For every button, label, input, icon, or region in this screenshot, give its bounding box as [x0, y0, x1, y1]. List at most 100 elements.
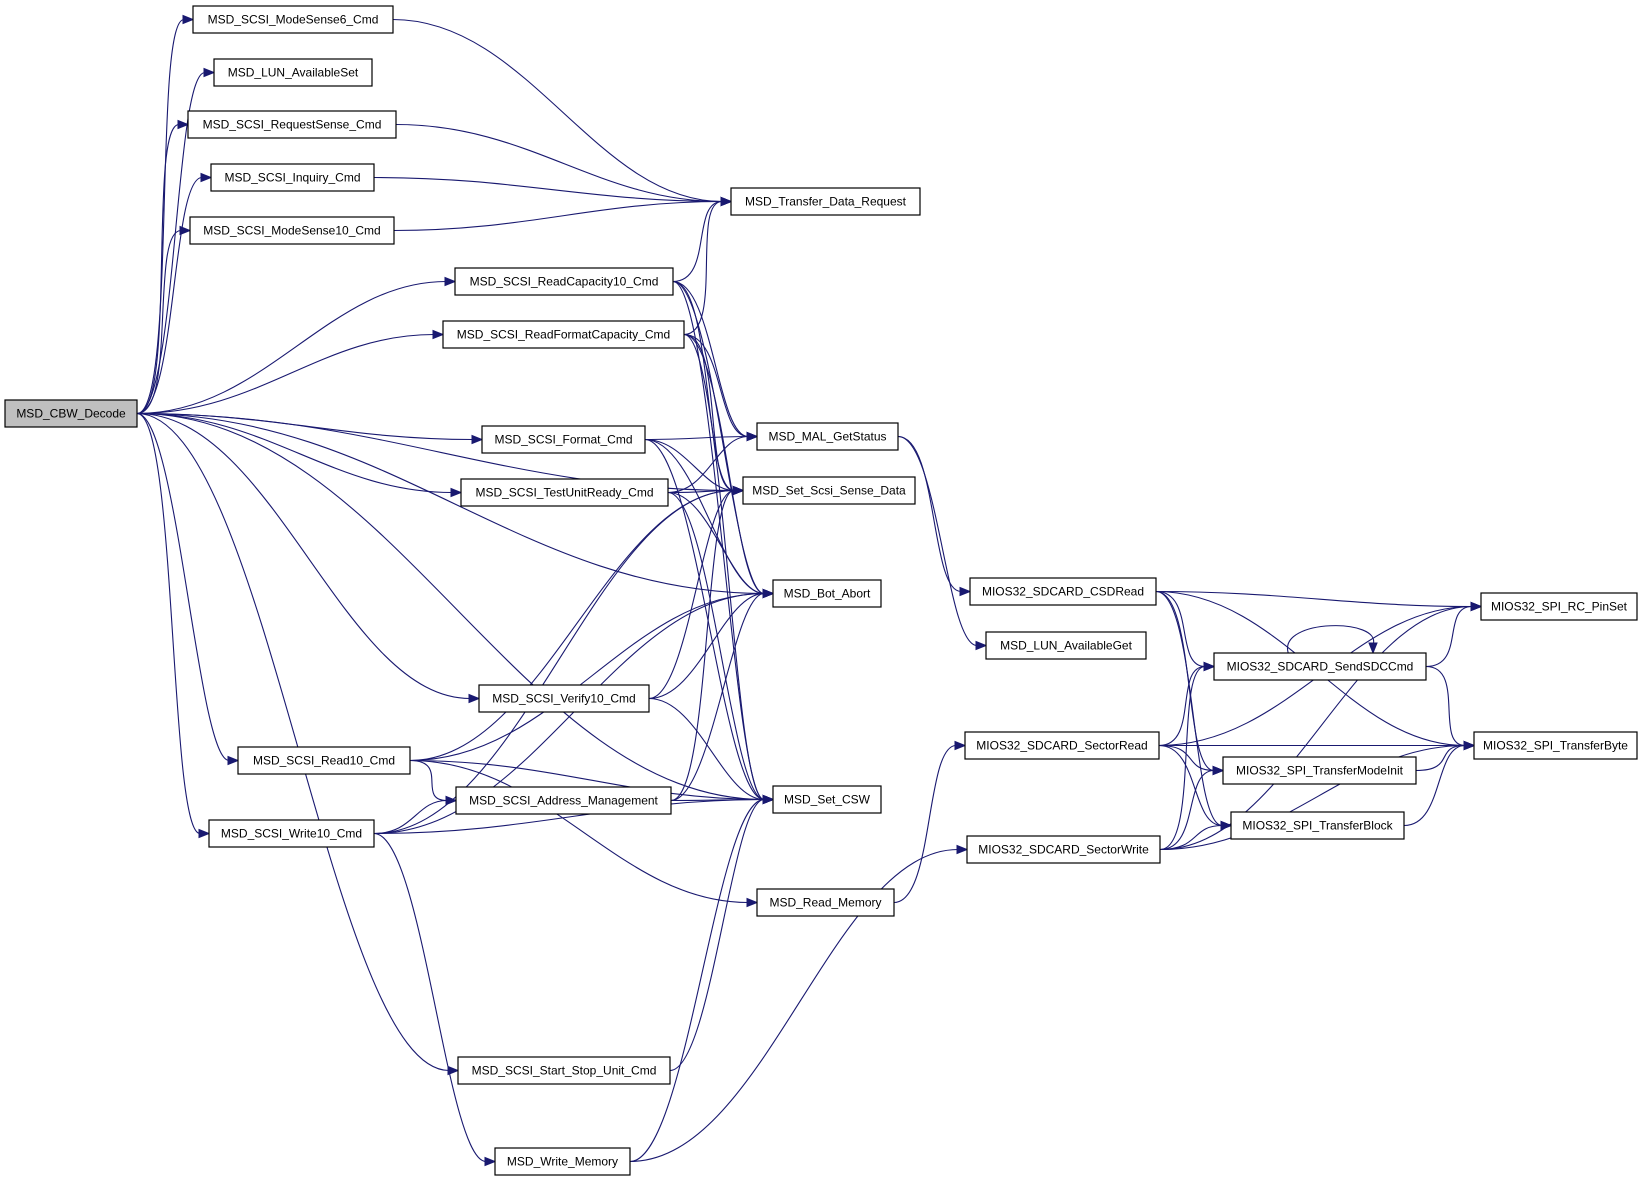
edge-sendsdc-to-tbyte [1425, 665, 1476, 751]
node-box [1222, 756, 1417, 785]
node-msd-scsi-read10-cmd[interactable]: MSD_SCSI_Read10_Cmd [237, 746, 411, 775]
node-msd-scsi-format-cmd[interactable]: MSD_SCSI_Format_Cmd [481, 425, 646, 454]
edge-readcap-to-csw [672, 280, 775, 805]
node-label: MSD_SCSI_ReadCapacity10_Cmd [470, 275, 659, 289]
node-box [756, 422, 899, 451]
edge-secread-to-block [1158, 744, 1233, 831]
node-msd-scsi-inquiry-cmd[interactable]: MSD_SCSI_Inquiry_Cmd [210, 163, 375, 192]
node-label: MSD_SCSI_Write10_Cmd [221, 827, 362, 841]
node-box [208, 819, 375, 848]
node-box [189, 216, 395, 245]
edge-sendsdc-to-sendsdc [1287, 625, 1378, 655]
node-box [772, 579, 882, 608]
node-label: MSD_SCSI_Read10_Cmd [253, 754, 395, 768]
node-msd-scsi-address-management[interactable]: MSD_SCSI_Address_Management [455, 786, 672, 815]
node-mios32-sdcard-sendsdccmd[interactable]: MIOS32_SDCARD_SendSDCCmd [1213, 652, 1427, 681]
node-label: MSD_SCSI_Address_Management [469, 794, 658, 808]
node-box [1213, 652, 1427, 681]
node-label: MIOS32_SDCARD_SendSDCCmd [1227, 660, 1414, 674]
node-mios32-spi-rc-pinset[interactable]: MIOS32_SPI_RC_PinSet [1480, 592, 1638, 621]
edge-malstatus-to-lunget [897, 435, 988, 651]
node-label: MSD_SCSI_ModeSense10_Cmd [203, 224, 380, 238]
node-label: MIOS32_SDCARD_SectorRead [976, 739, 1147, 753]
node-box [460, 478, 669, 507]
node-label: MSD_Set_CSW [784, 793, 871, 807]
node-box [455, 786, 672, 815]
node-msd-bot-abort[interactable]: MSD_Bot_Abort [772, 579, 882, 608]
node-mios32-sdcard-sectorwrite[interactable]: MIOS32_SDCARD_SectorWrite [966, 835, 1161, 864]
edge-addr-to-sense [670, 485, 745, 802]
node-box [1473, 731, 1638, 760]
edge-secwrite-to-modeinit [1159, 765, 1225, 851]
node-msd-scsi-start-stop-unit-cmd[interactable]: MSD_SCSI_Start_Stop_Unit_Cmd [457, 1056, 671, 1085]
node-label: MSD_MAL_GetStatus [768, 430, 886, 444]
edge-addr-to-abort [670, 588, 775, 802]
node-box [4, 399, 138, 428]
edge-inquiry-to-transfer [373, 176, 733, 207]
node-msd-write-memory[interactable]: MSD_Write_Memory [494, 1147, 631, 1176]
edge-readfmt-to-transfer [683, 196, 733, 336]
node-label: MSD_SCSI_TestUnitReady_Cmd [475, 486, 653, 500]
node-msd-scsi-requestsense-cmd[interactable]: MSD_SCSI_RequestSense_Cmd [187, 110, 397, 139]
node-label: MSD_SCSI_Format_Cmd [494, 433, 632, 447]
node-label: MIOS32_SPI_TransferModeInit [1236, 764, 1404, 778]
node-msd-scsi-readformatcapacity-cmd[interactable]: MSD_SCSI_ReadFormatCapacity_Cmd [442, 320, 685, 349]
node-label: MSD_Transfer_Data_Request [745, 195, 907, 209]
edge-testunit-to-malstatus [667, 431, 759, 494]
edge-secwrite-to-pinset [1159, 601, 1483, 851]
node-label: MIOS32_SDCARD_CSDRead [982, 585, 1144, 599]
edge-readcap-to-transfer [672, 196, 733, 283]
node-msd-transfer-data-request[interactable]: MSD_Transfer_Data_Request [730, 187, 921, 216]
edge-startstop-to-csw [669, 794, 775, 1072]
edge-block-to-tbyte [1403, 740, 1476, 827]
edge-csdread-to-block [1155, 590, 1233, 831]
edge-ms10-to-transfer [393, 196, 733, 232]
node-box [213, 58, 373, 87]
edge-readmem-to-secread [893, 740, 967, 904]
node-label: MSD_Read_Memory [769, 896, 881, 910]
edge-secwrite-to-block [1159, 820, 1233, 851]
node-box [478, 684, 650, 713]
edge-cbw-to-reqsense [136, 119, 190, 415]
node-box [730, 187, 921, 216]
edge-cbw-to-read10 [136, 412, 240, 766]
node-label: MSD_Write_Memory [507, 1155, 618, 1169]
node-msd-scsi-verify10-cmd[interactable]: MSD_SCSI_Verify10_Cmd [478, 684, 650, 713]
node-msd-lun-availableset[interactable]: MSD_LUN_AvailableSet [213, 58, 373, 87]
node-msd-cbw-decode[interactable]: MSD_CBW_Decode [4, 399, 138, 428]
node-box [1480, 592, 1638, 621]
node-box [756, 888, 895, 917]
edge-cbw-to-ms10 [136, 225, 192, 415]
node-mios32-spi-transferblock[interactable]: MIOS32_SPI_TransferBlock [1230, 811, 1405, 840]
node-msd-mal-getstatus[interactable]: MSD_MAL_GetStatus [756, 422, 899, 451]
node-msd-scsi-write10-cmd[interactable]: MSD_SCSI_Write10_Cmd [208, 819, 375, 848]
node-mios32-spi-transferbyte[interactable]: MIOS32_SPI_TransferByte [1473, 731, 1638, 760]
node-mios32-sdcard-sectorread[interactable]: MIOS32_SDCARD_SectorRead [964, 731, 1160, 760]
edge-write10-to-sense [373, 485, 745, 835]
node-label: MIOS32_SPI_TransferByte [1483, 739, 1628, 753]
node-label: MSD_SCSI_Verify10_Cmd [492, 692, 635, 706]
node-label: MSD_CBW_Decode [16, 407, 126, 421]
node-mios32-spi-transfermodeinit[interactable]: MIOS32_SPI_TransferModeInit [1222, 756, 1417, 785]
edge-sendsdc-to-pinset [1425, 601, 1483, 668]
node-msd-scsi-modesense10-cmd[interactable]: MSD_SCSI_ModeSense10_Cmd [189, 216, 395, 245]
node-box [772, 785, 882, 814]
node-msd-read-memory[interactable]: MSD_Read_Memory [756, 888, 895, 917]
node-box [985, 631, 1147, 660]
edge-writemem-to-secwrite [629, 844, 969, 1163]
node-msd-set-csw[interactable]: MSD_Set_CSW [772, 785, 882, 814]
node-mios32-sdcard-csdread[interactable]: MIOS32_SDCARD_CSDRead [969, 577, 1157, 606]
node-msd-scsi-testunitready-cmd[interactable]: MSD_SCSI_TestUnitReady_Cmd [460, 478, 669, 507]
node-msd-set-scsi-sense-data[interactable]: MSD_Set_Scsi_Sense_Data [742, 476, 916, 505]
node-box [454, 267, 674, 296]
node-box [966, 835, 1161, 864]
edge-csdread-to-pinset [1155, 590, 1483, 612]
edge-read10-to-readmem [409, 759, 759, 908]
node-msd-scsi-modesense6-cmd[interactable]: MSD_SCSI_ModeSense6_Cmd [192, 5, 394, 34]
node-msd-scsi-readcapacity10-cmd[interactable]: MSD_SCSI_ReadCapacity10_Cmd [454, 267, 674, 296]
edge-secread-to-sendsdc [1158, 661, 1216, 747]
edge-ms6-to-transfer [392, 18, 733, 207]
node-box [742, 476, 916, 505]
node-msd-lun-availableget[interactable]: MSD_LUN_AvailableGet [985, 631, 1147, 660]
